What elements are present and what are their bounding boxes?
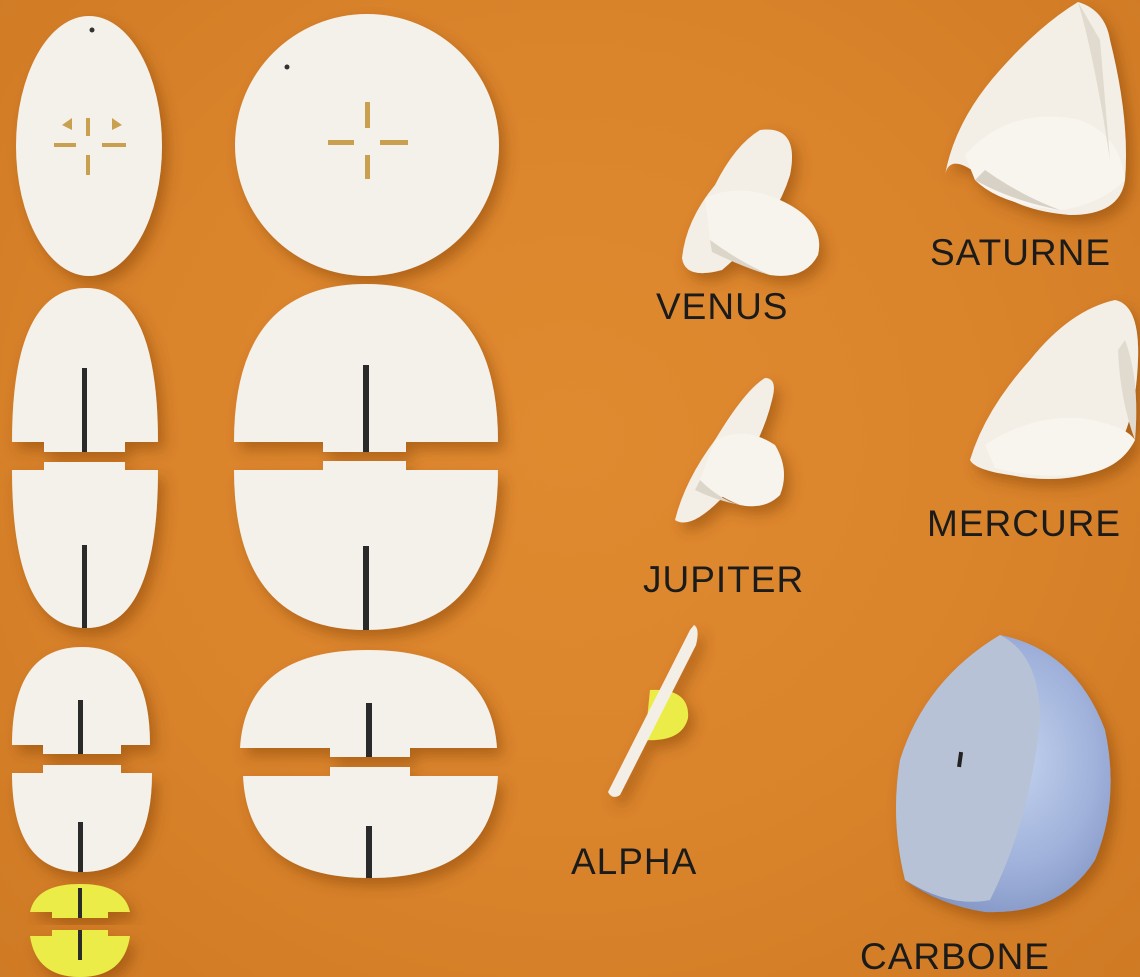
- circle-half-upper-1: [234, 284, 498, 452]
- label-mercure: MERCURE: [927, 505, 1121, 542]
- yellow-half-lower: [30, 930, 130, 977]
- circle-half-lower-1: [234, 461, 498, 630]
- mercure-piece: [970, 300, 1138, 479]
- label-saturne: SATURNE: [930, 234, 1111, 271]
- label-jupiter: JUPITER: [643, 561, 804, 598]
- ellipse-half-lower-1: [12, 462, 158, 628]
- jupiter-piece: [675, 378, 784, 523]
- saturne-piece: [945, 2, 1126, 215]
- label-venus: VENUS: [656, 288, 788, 325]
- yellow-half-upper: [30, 884, 130, 918]
- ellipse-half-upper-2: [12, 647, 150, 754]
- carbone-piece: [896, 635, 1111, 912]
- circle-half-upper-2: [240, 650, 497, 757]
- ellipse-disc-top: [16, 16, 162, 276]
- label-alpha: ALPHA: [571, 843, 697, 880]
- ellipse-half-lower-2: [12, 765, 152, 872]
- circle-disc-top: [235, 14, 499, 276]
- ellipse-half-upper-1: [12, 288, 158, 452]
- alpha-piece: [608, 625, 698, 797]
- circle-half-lower-2: [243, 767, 498, 878]
- venus-piece: [682, 130, 819, 276]
- label-carbone: CARBONE: [860, 938, 1050, 975]
